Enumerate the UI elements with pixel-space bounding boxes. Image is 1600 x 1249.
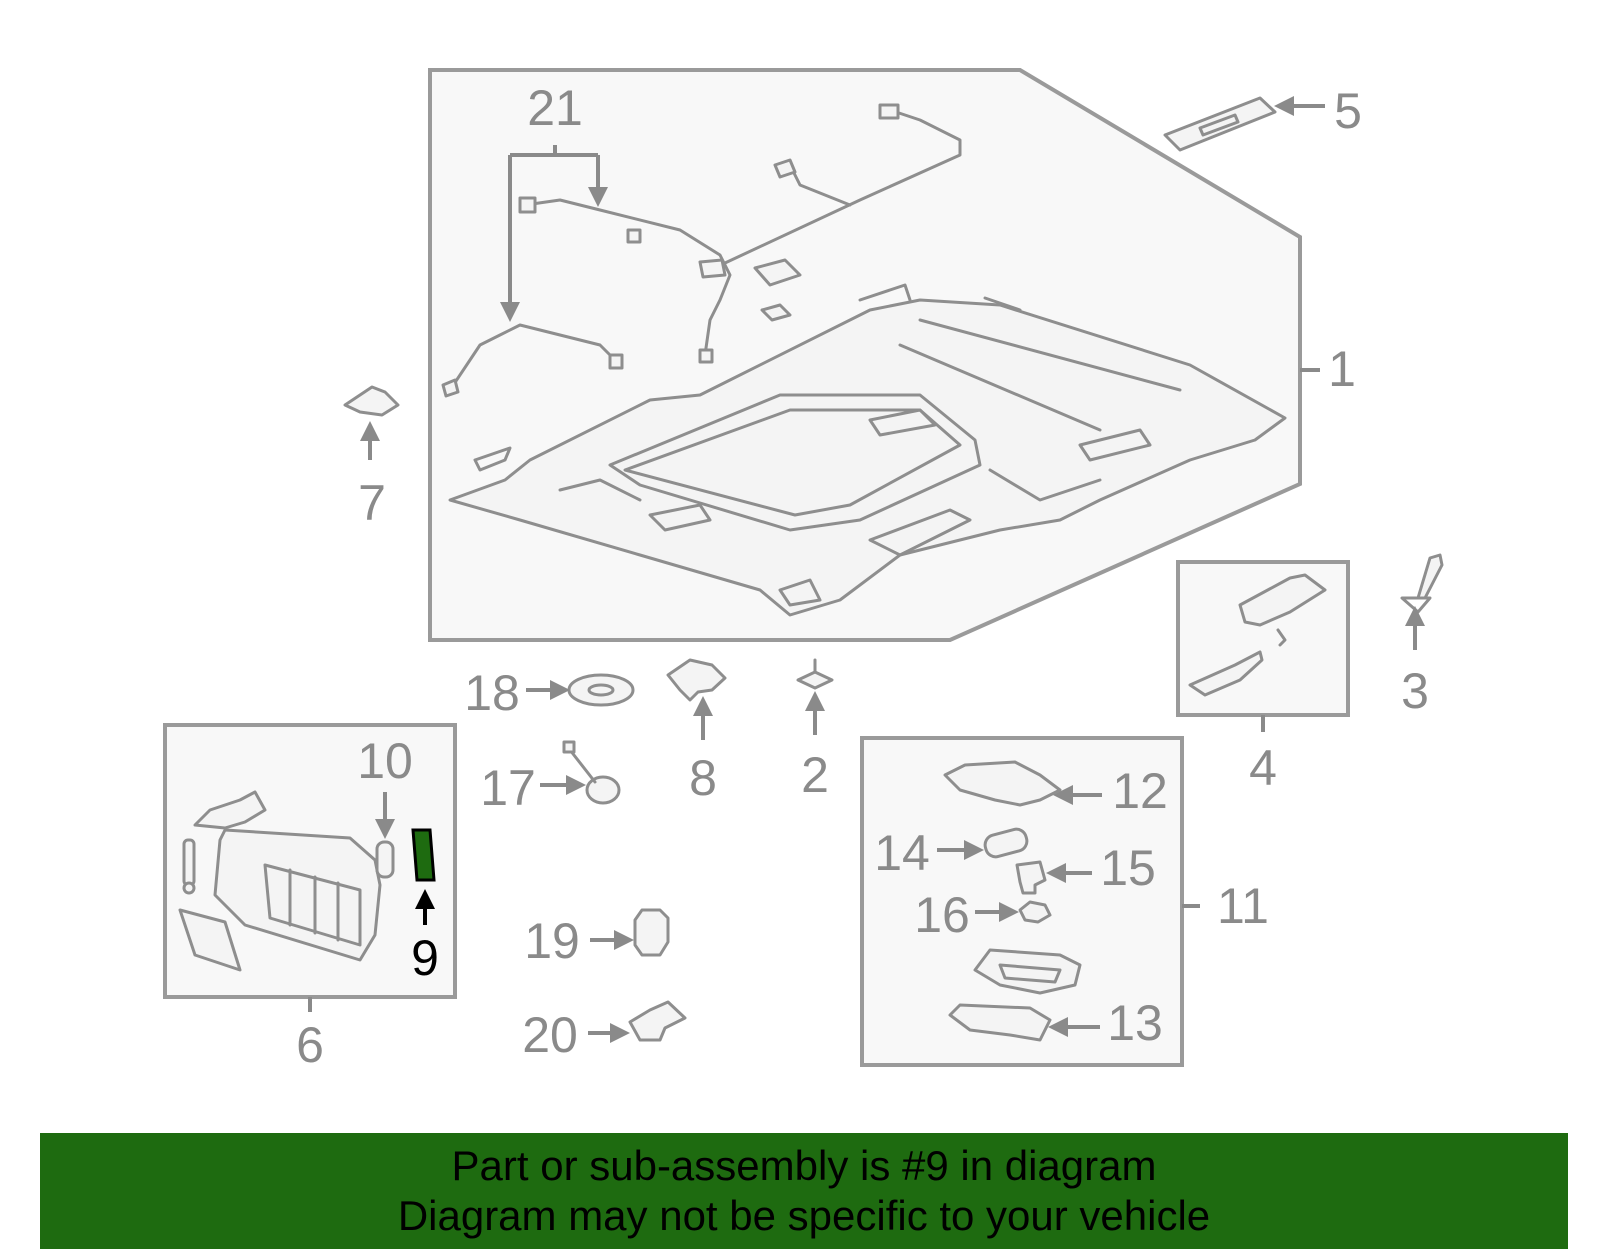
callout-19: 19 <box>524 913 580 969</box>
callout-2: 2 <box>801 747 829 803</box>
part-8 <box>666 658 727 740</box>
callout-7: 7 <box>358 475 386 531</box>
callout-1: 1 <box>1328 341 1356 397</box>
callout-4: 4 <box>1249 740 1277 796</box>
part-17 <box>540 740 621 805</box>
callout-13: 13 <box>1107 995 1163 1051</box>
callout-3: 3 <box>1401 663 1429 719</box>
callout-16: 16 <box>914 887 970 943</box>
info-banner: Part or sub-assembly is #9 in diagram Di… <box>40 1133 1568 1249</box>
part-9-highlighted <box>411 828 436 925</box>
callout-20: 20 <box>522 1007 578 1063</box>
part-5 <box>1163 96 1325 152</box>
callout-12: 12 <box>1112 763 1168 819</box>
part-11-box <box>860 736 1200 1067</box>
wiring-harness <box>441 103 962 398</box>
callout-14: 14 <box>874 825 930 881</box>
part-20 <box>588 1000 687 1043</box>
part-19 <box>590 908 670 957</box>
callout-21-leader <box>500 145 608 322</box>
callout-10: 10 <box>357 733 413 789</box>
callout-9: 9 <box>411 930 439 986</box>
callout-17: 17 <box>480 760 536 816</box>
part-7 <box>343 385 400 460</box>
callout-15: 15 <box>1100 840 1156 896</box>
part-2 <box>796 658 834 735</box>
part-3 <box>1400 553 1444 650</box>
callout-11: 11 <box>1217 878 1269 934</box>
part-6-box <box>163 723 457 1012</box>
callout-8: 8 <box>689 750 717 806</box>
part-18 <box>526 673 635 707</box>
part-4-box <box>1176 560 1350 732</box>
banner-line-2: Diagram may not be specific to your vehi… <box>397 1192 1211 1239</box>
callout-5: 5 <box>1334 83 1362 139</box>
callout-21: 21 <box>527 80 583 136</box>
banner-line-1: Part or sub-assembly is #9 in diagram <box>451 1142 1157 1189</box>
callout-18: 18 <box>464 665 520 721</box>
callout-6: 6 <box>296 1017 324 1073</box>
headliner-panel <box>448 283 1287 617</box>
